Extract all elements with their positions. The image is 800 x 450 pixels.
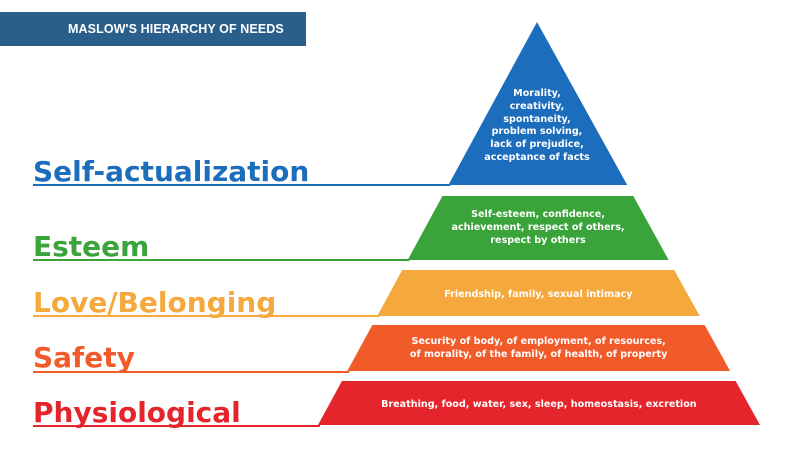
tier-description-line: creativity, [509,100,565,112]
tier-description-line: of morality, of the family, of health, o… [409,348,668,360]
tier-description-line: lack of prejudice, [490,139,584,151]
tier-description: Morality,creativity,spontaneity,problem … [484,88,589,165]
tier-description-line: Self-esteem, confidence, [471,209,605,220]
tier-description: Self-esteem, confidence,achievement, res… [451,209,624,247]
tier-description-line: acceptance of facts [484,151,590,163]
tier-description-line: problem solving, [491,126,583,138]
tier-label: Safety [33,341,135,374]
pyramid-tier-self-actualization [448,22,628,185]
tier-description-line: Security of body, of employment, of reso… [411,336,666,347]
tier-label: Physiological [33,396,241,429]
pyramid-tier-safety [347,325,731,371]
tier-description-line: achievement, respect of others, [451,221,625,233]
title-banner: MASLOW'S HIERARCHY OF NEEDS [0,12,306,46]
tier-label: Love/Belonging [33,286,277,319]
tier-description-line: Morality, [513,88,561,99]
tier-label: Self-actualization [33,155,310,188]
tier-label: Esteem [33,230,150,263]
tier-description: Breathing, food, water, sex, sleep, home… [381,399,697,412]
pyramid-tier-esteem [407,196,669,260]
tier-description-line: spontaneity, [503,113,571,125]
tier-description: Friendship, family, sexual intimacy [444,289,632,302]
pyramid-tier-physiological [318,381,760,425]
pyramid-tier-love-belonging [377,270,700,316]
tier-description-line: Breathing, food, water, sex, sleep, home… [381,399,697,410]
tier-description-line: Friendship, family, sexual intimacy [444,289,633,300]
tier-description-line: respect by others [490,234,586,246]
tier-description: Security of body, of employment, of reso… [410,336,667,362]
